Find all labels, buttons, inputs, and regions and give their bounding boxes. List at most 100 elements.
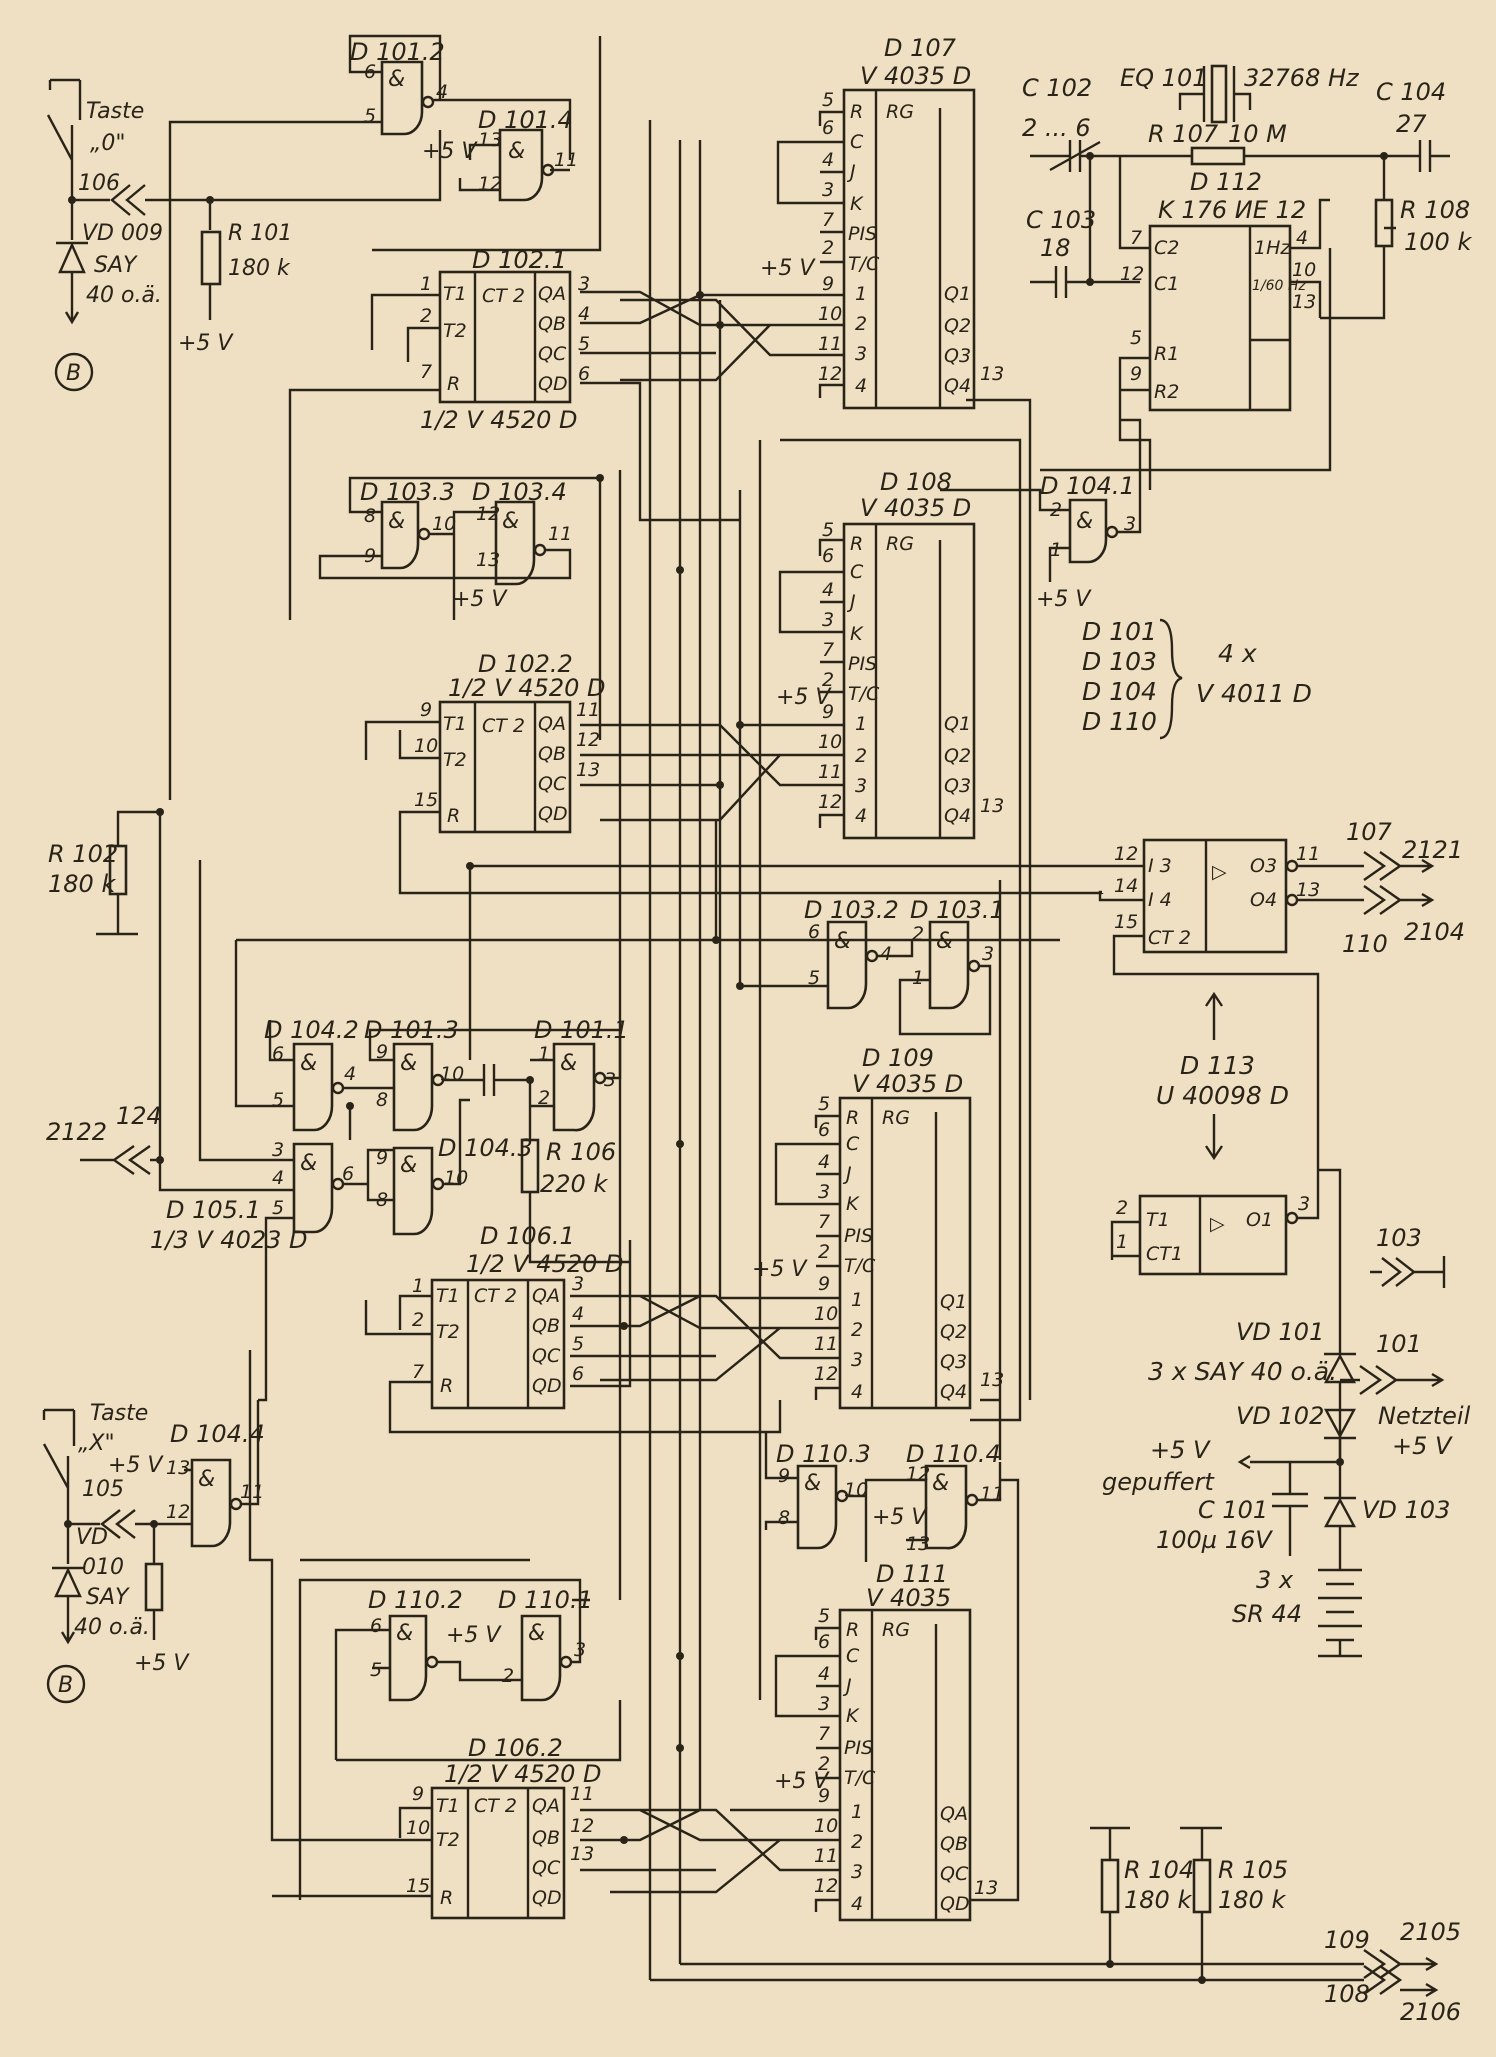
svg-text:10: 10: [1292, 259, 1316, 281]
svg-text:2: 2: [818, 1753, 830, 1775]
diode-vd009: VD 009 SAY 40 o.ä.: [56, 200, 163, 325]
svg-text:4: 4: [851, 1381, 863, 1403]
svg-text:13: 13: [166, 1457, 190, 1479]
svg-text:11: 11: [576, 699, 600, 721]
svg-text:8: 8: [364, 505, 376, 527]
legend-type: V 4011 D: [1196, 679, 1312, 708]
output-connector-2122: 2122 124: [46, 1102, 162, 1175]
svg-text:12: 12: [478, 173, 502, 195]
and-symbol: &: [388, 67, 405, 92]
connector-101: 101 Netzteil +5 V: [1340, 1330, 1471, 1460]
svg-text:5: 5: [818, 1093, 830, 1115]
label-half-4520-3: 1/2 V 4520 D: [466, 1250, 624, 1278]
svg-text:5: 5: [272, 1089, 284, 1111]
label-d107: D 107: [884, 34, 957, 62]
svg-text:7: 7: [412, 1361, 424, 1383]
gate-d101-1: D 101.1 & 123: [534, 1016, 629, 1132]
label-2104: 2104: [1404, 918, 1465, 946]
pin-label: 1Hz: [1254, 237, 1291, 259]
and-symbol: &: [804, 1471, 821, 1496]
svg-text:4: 4: [855, 805, 867, 827]
pin-label: C1: [1154, 273, 1179, 295]
label-2121: 2121: [1402, 836, 1463, 864]
and-symbol: &: [388, 509, 405, 534]
svg-text:7: 7: [822, 209, 834, 231]
pin-label: QD: [532, 1887, 562, 1909]
label-d104-3: D 104.3: [438, 1134, 533, 1162]
svg-text:12: 12: [576, 729, 600, 751]
svg-text:13: 13: [980, 795, 1004, 817]
label-node-105: 105: [82, 1477, 124, 1502]
pin-label: QD: [940, 1893, 970, 1915]
svg-text:8: 8: [778, 1507, 790, 1529]
label-d106-1: D 106.1: [480, 1222, 575, 1250]
label-taste-0: „0": [90, 131, 126, 156]
pin-label: R: [850, 101, 863, 123]
resistor-r107: R 107 10 M: [1118, 120, 1380, 200]
svg-text:12: 12: [1114, 843, 1138, 865]
counter-d111: R RG C J K PIS T/C QA QB QC QD 564372910…: [774, 1605, 998, 1922]
pin-label: Q2: [940, 1321, 967, 1343]
label-5v-d110-1: +5 V: [446, 1623, 502, 1648]
label-5v-buffered: +5 V: [1150, 1436, 1211, 1464]
and-symbol: &: [560, 1051, 577, 1076]
pin-label: CT 2: [474, 1285, 517, 1307]
svg-text:5: 5: [364, 105, 376, 127]
label-taste: Taste: [86, 99, 144, 124]
label-c103-val: 18: [1040, 234, 1071, 262]
pin-label: R2: [1154, 381, 1179, 403]
pin-label: T2: [443, 320, 467, 342]
label-v4035-d111: V 4035: [866, 1584, 951, 1612]
and-symbol: &: [936, 929, 953, 954]
label-node-124: 124: [116, 1102, 162, 1130]
svg-text:11: 11: [818, 333, 842, 355]
pin-label: QB: [532, 1827, 560, 1849]
label-r102: R 102: [48, 840, 118, 868]
svg-text:10: 10: [432, 513, 456, 535]
svg-text:3: 3: [855, 775, 867, 797]
svg-text:13: 13: [570, 1843, 594, 1865]
svg-text:3: 3: [604, 1069, 616, 1091]
capacitor-c102: C 102 2 ... 6: [1022, 74, 1120, 172]
svg-text:2: 2: [851, 1319, 863, 1341]
pin-label: O4: [1250, 889, 1277, 911]
label-gepuffert: gepuffert: [1102, 1468, 1215, 1496]
pin-label: Q3: [944, 775, 971, 797]
pin-label: QB: [940, 1833, 968, 1855]
pin-label: T/C: [844, 1767, 876, 1789]
label-r101: R 101: [228, 221, 292, 246]
pin-label: QD: [538, 373, 568, 395]
pin-label: QD: [532, 1375, 562, 1397]
svg-text:15: 15: [406, 1875, 430, 1897]
svg-text:3: 3: [818, 1693, 830, 1715]
svg-text:6: 6: [818, 1119, 830, 1141]
svg-text:12: 12: [814, 1875, 838, 1897]
label-5v-d108: +5 V: [776, 685, 832, 710]
svg-text:7: 7: [818, 1723, 830, 1745]
pin-label: T/C: [848, 683, 880, 705]
counter-d102-2: D 102.2 1/2 V 4520 D T1 T2 R CT 2 QA QB …: [414, 650, 606, 834]
diode-vd102: VD 102: [1236, 1402, 1357, 1462]
pin-label: T1: [436, 1795, 460, 1817]
svg-text:1: 1: [420, 273, 432, 295]
pin-label: QC: [538, 343, 567, 365]
label-r106-val: 220 k: [540, 1170, 608, 1198]
label-say-1: SAY: [94, 253, 138, 278]
pin-label: RG: [882, 1107, 910, 1129]
label-d109: D 109: [862, 1044, 934, 1072]
svg-text:11: 11: [818, 761, 842, 783]
svg-text:4: 4: [272, 1167, 284, 1189]
svg-text:5: 5: [822, 519, 834, 541]
svg-text:3: 3: [578, 273, 590, 295]
pin-label: RG: [882, 1619, 910, 1641]
label-bat-n: 3 x: [1256, 1566, 1294, 1594]
svg-text:12: 12: [906, 1463, 930, 1485]
diode-vd103: VD 103: [1323, 1462, 1450, 1570]
svg-text:4: 4: [818, 1663, 830, 1685]
svg-text:10: 10: [440, 1063, 464, 1085]
label-vd009: VD 009: [82, 221, 163, 246]
and-symbol: &: [396, 1621, 413, 1646]
pin-label: QB: [538, 743, 566, 765]
